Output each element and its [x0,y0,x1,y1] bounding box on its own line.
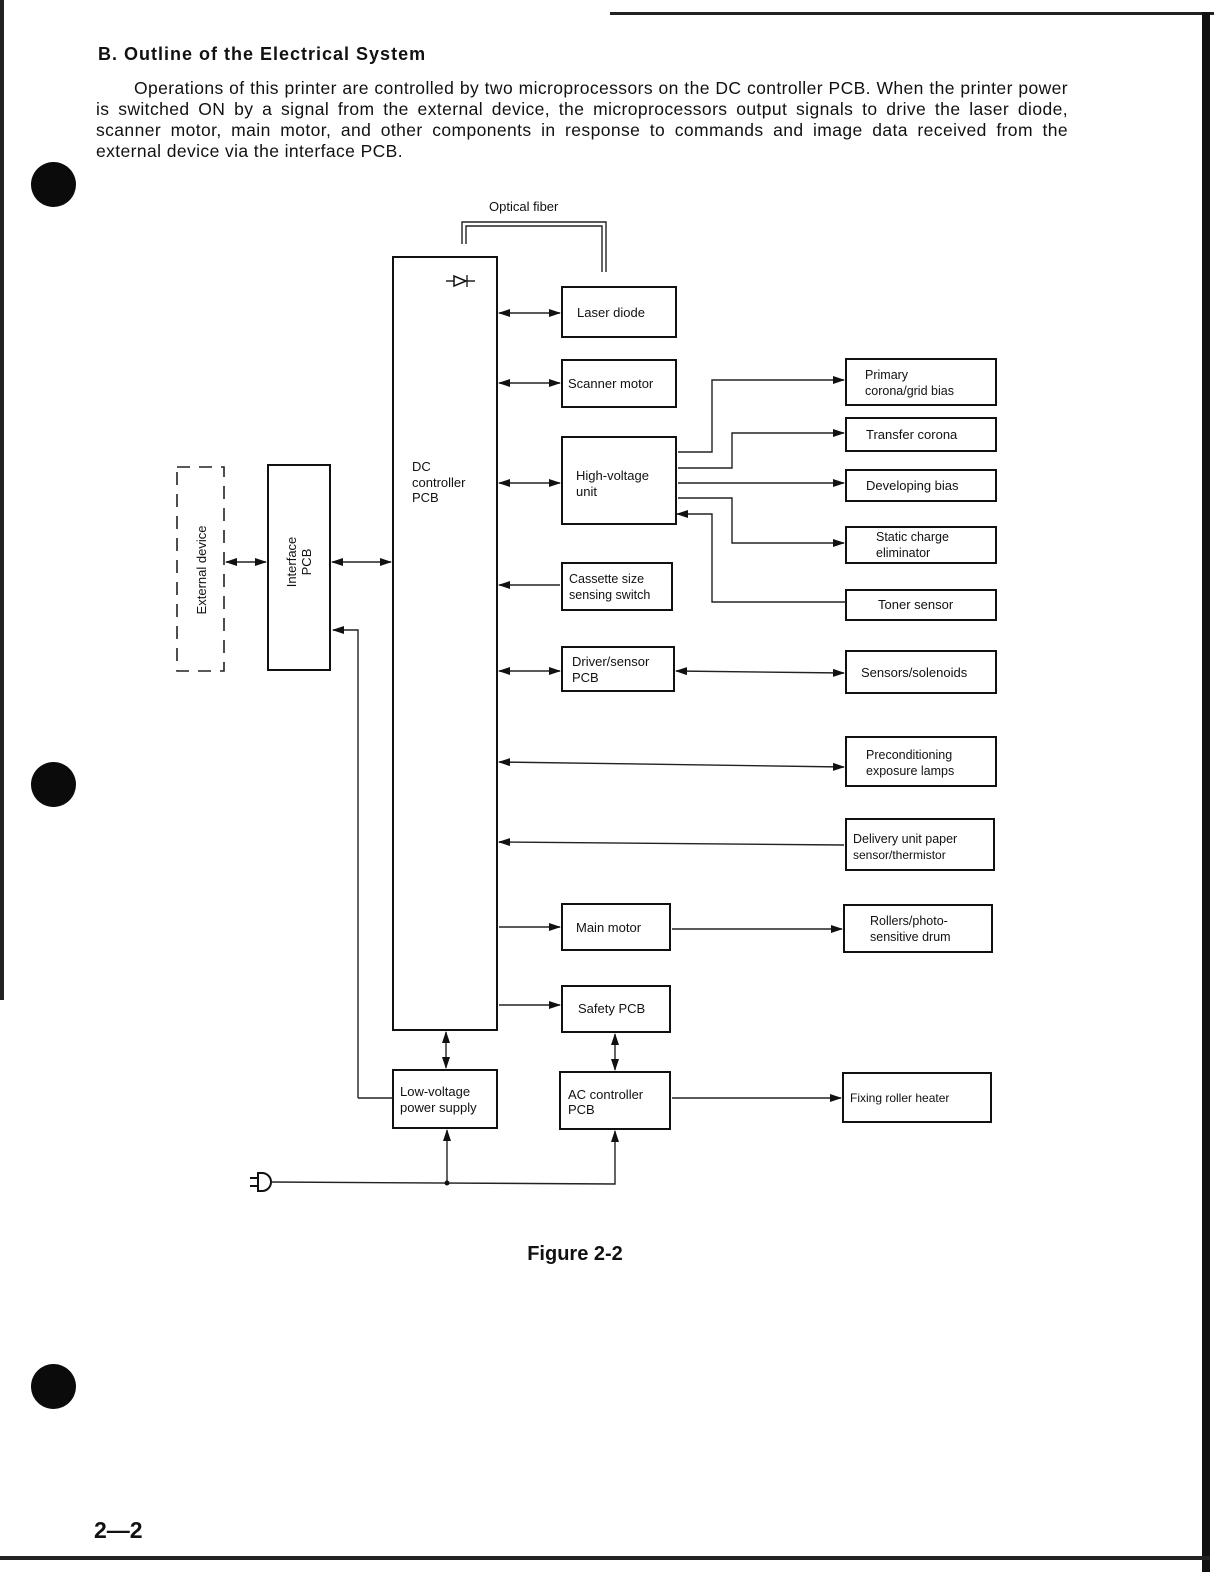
link-lowvoltage-interface [332,626,359,1098]
driver-sensor-pcb-box [561,646,675,692]
binder-hole-bottom [31,1364,76,1409]
link-mains-ac [270,1130,619,1185]
binder-hole-top [31,162,76,207]
safety-pcb-label: Safety PCB [578,1001,645,1016]
external-device-box [176,466,225,672]
scanner-motor-box [561,359,677,408]
figure-caption: Figure 2-2 [527,1243,623,1265]
link-toner-hv [676,510,846,603]
main-motor-label: Main motor [576,920,642,935]
sensors-solenoids-box [845,650,997,694]
developing-bias-label: Developing bias [866,478,959,493]
developing-bias-box [845,469,997,502]
primary-corona-box [845,358,997,406]
dc-controller-label-3: PCB [412,490,439,505]
cassette-switch-box [561,562,673,611]
interface-pcb-label-1: Interface [284,537,299,588]
link-hv-static [678,497,845,547]
toner-sensor-label: Toner sensor [878,597,954,612]
laser-diode-box [561,286,677,338]
delivery-unit-box [845,818,995,871]
transfer-corona-box [845,417,997,452]
main-motor-box [561,903,671,951]
delivery-unit-label-2: sensor/thermistor [853,848,946,862]
dc-controller-label-2: controller [412,475,466,490]
interface-pcb-box [267,464,331,671]
scanner-motor-label: Scanner motor [568,376,654,391]
optical-fiber-label: Optical fiber [489,199,559,214]
external-device-label: External device [194,526,209,615]
page-edge-right [1202,12,1210,1572]
static-charge-label-2: eliminator [876,546,930,560]
rollers-drum-label-2: sensitive drum [870,930,951,944]
high-voltage-label-1: High-voltage [576,468,649,483]
link-hv-transfer [678,429,845,469]
low-voltage-supply-box [392,1069,498,1129]
laser-diode-symbol [446,274,475,288]
primary-corona-label-2: corona/grid bias [865,384,954,398]
preconditioning-label-1: Preconditioning [866,748,952,762]
driver-sensor-label-1: Driver/sensor [572,654,650,669]
laser-diode-label: Laser diode [577,305,645,320]
transfer-corona-label: Transfer corona [866,427,958,442]
cassette-switch-label-1: Cassette size [569,572,644,586]
optical-fiber-line-inner [465,225,603,272]
power-plug-icon [250,1172,272,1192]
interface-pcb-label-2: PCB [299,549,314,576]
rollers-drum-box [843,904,993,953]
page-edge-bottom [0,1556,1210,1560]
link-dc-preconditioning [498,758,845,771]
page-number: 2—2 [94,1517,143,1543]
junction-dot [444,1180,450,1186]
preconditioning-label-2: exposure lamps [866,764,954,778]
page-edge-left [0,0,4,1000]
link-delivery-dc [498,838,845,847]
cassette-switch-label-2: sensing switch [569,588,650,602]
toner-sensor-box [845,589,997,621]
driver-sensor-label-2: PCB [572,670,599,685]
high-voltage-unit-box [561,436,677,525]
intro-paragraph: Operations of this printer are controlle… [96,78,1068,161]
binder-hole-middle [31,762,76,807]
delivery-unit-label-1: Delivery unit paper [853,832,957,846]
static-charge-box [845,526,997,564]
ac-controller-pcb-box [559,1071,671,1130]
fixing-heater-label: Fixing roller heater [850,1091,949,1105]
link-hv-primary [678,376,845,453]
static-charge-label-1: Static charge [876,530,949,544]
ac-controller-label-1: AC controller [568,1087,644,1102]
section-heading: B. Outline of the Electrical System [98,44,427,64]
primary-corona-label-1: Primary [865,368,909,382]
high-voltage-label-2: unit [576,484,597,499]
dc-controller-pcb-box [392,256,498,1031]
sensors-solenoids-label: Sensors/solenoids [861,665,968,680]
link-driver-sensors [675,667,845,677]
low-voltage-label-2: power supply [400,1100,477,1115]
fixing-heater-box [842,1072,992,1123]
safety-pcb-box [561,985,671,1033]
preconditioning-box [845,736,997,787]
dc-controller-label-1: DC [412,459,431,474]
low-voltage-label-1: Low-voltage [400,1084,470,1099]
ac-controller-label-2: PCB [568,1102,595,1117]
rollers-drum-label-1: Rollers/photo- [870,914,948,928]
optical-fiber-line [461,221,607,272]
page-edge-top [610,12,1214,15]
